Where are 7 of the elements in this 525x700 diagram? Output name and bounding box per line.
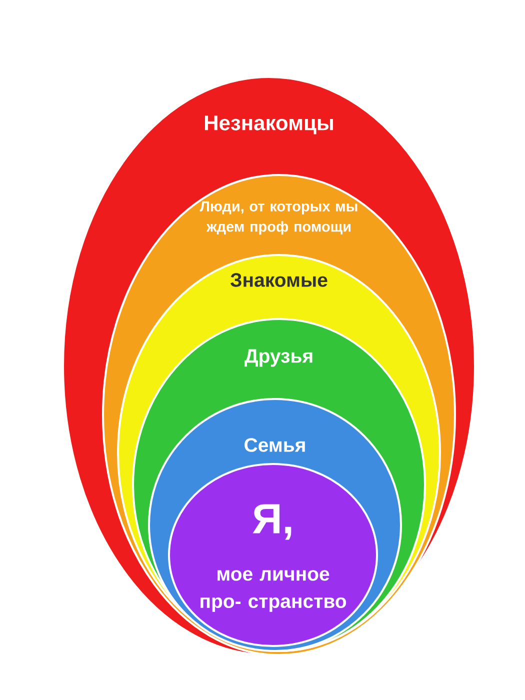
band-label: Друзья [244, 349, 312, 367]
band-label: Люди, от которых мы ждем проф помощи [200, 201, 358, 235]
band-label: Семья [244, 438, 305, 452]
band-label: Я, [252, 504, 292, 540]
band-label: Незнакомцы [205, 116, 333, 134]
band-label: мое личное про- странство [200, 570, 346, 612]
band-label: Знакомые [230, 273, 328, 287]
